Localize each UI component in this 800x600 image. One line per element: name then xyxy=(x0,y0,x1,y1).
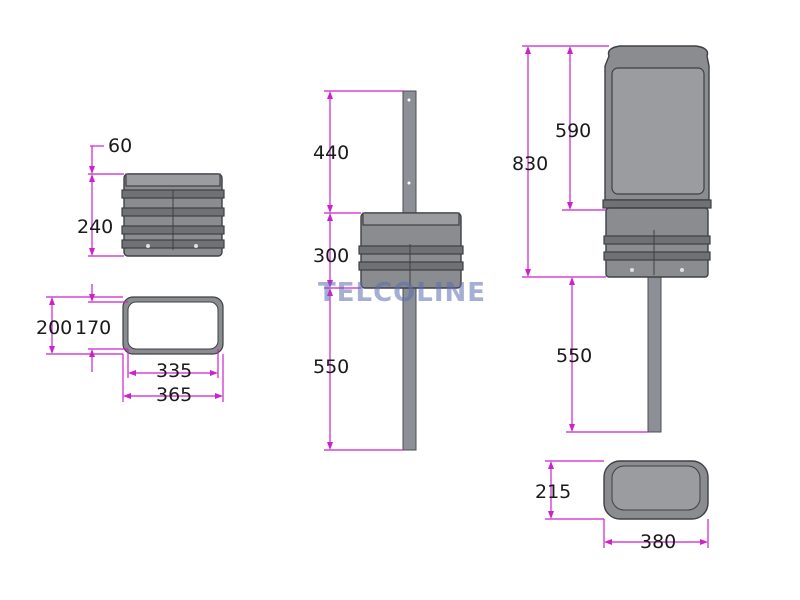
pole-hole xyxy=(407,181,411,185)
bin-rib xyxy=(358,245,464,255)
plan-inner xyxy=(127,301,219,350)
lower-rib xyxy=(603,235,711,245)
dim-label-inner-width: 335 xyxy=(156,360,192,382)
dim-label-inner-depth: 170 xyxy=(75,317,111,339)
dim-label-top-offset: 60 xyxy=(108,135,132,157)
bin-lid xyxy=(125,173,221,187)
lower-rib xyxy=(603,251,711,261)
bin-bolt xyxy=(680,268,684,272)
dim-label-outer-width: 365 xyxy=(156,384,192,406)
dim-label-outer-depth: 200 xyxy=(36,317,72,339)
middle-dimensions: 440 300 550 xyxy=(313,90,403,451)
dim-label-total-height: 830 xyxy=(512,153,548,175)
plan-inner xyxy=(611,465,701,511)
bin-lid xyxy=(362,212,460,226)
pole-hole xyxy=(407,98,411,102)
upper-panel xyxy=(611,67,705,195)
dim-label-pole-below: 550 xyxy=(556,345,592,367)
left-dimensions: 60 240 200 170 335 365 xyxy=(36,135,224,406)
left-plan-view xyxy=(122,296,224,355)
dim-label-plan-depth: 215 xyxy=(535,481,571,503)
dim-label-pole-top: 440 xyxy=(313,142,349,164)
dim-label-height: 240 xyxy=(77,216,113,238)
bin-rib xyxy=(358,261,464,271)
right-plan-view xyxy=(603,460,709,520)
left-elevation-bin xyxy=(121,173,225,257)
pole xyxy=(647,276,662,433)
right-dimensions: 830 590 550 215 380 xyxy=(512,45,709,553)
right-tall-assembly xyxy=(602,45,712,433)
upper-band xyxy=(602,199,712,209)
watermark-logo-text: TELCOLINE xyxy=(318,278,486,308)
dim-label-bin-height: 300 xyxy=(313,245,349,267)
dim-label-upper-height: 590 xyxy=(555,120,591,142)
middle-pole-assembly xyxy=(358,90,464,451)
bin-bolt xyxy=(146,244,150,248)
dim-label-pole-bottom: 550 xyxy=(313,356,349,378)
bin-bolt xyxy=(194,244,198,248)
dim-label-plan-width: 380 xyxy=(640,531,676,553)
bin-bolt xyxy=(630,268,634,272)
